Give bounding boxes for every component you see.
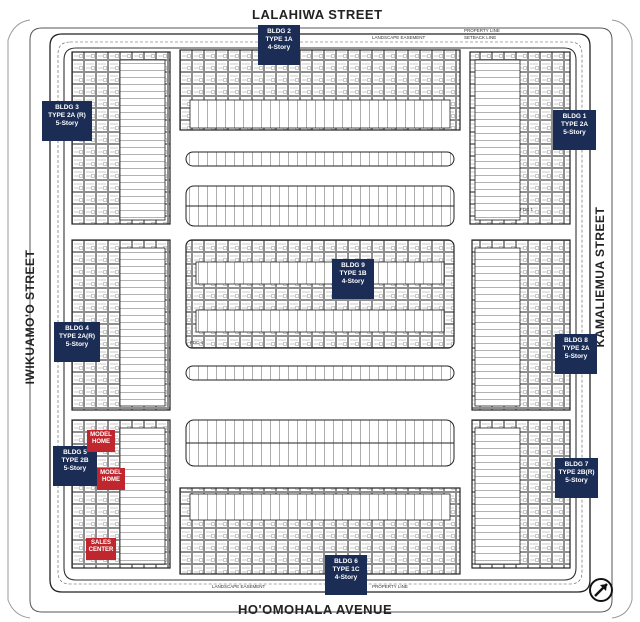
building-8-tag: BLDG 8 TYPE 2A 5-Story [555, 334, 597, 374]
building-8-footprint [471, 239, 571, 411]
bldg-name: BLDG 3 [55, 104, 79, 111]
parking-rows [185, 151, 455, 467]
bldg-name: BLDG 4 [65, 325, 89, 332]
building-3-tag: BLDG 3 TYPE 2A (R) 5-Story [42, 101, 92, 141]
bldg-name: BLDG 8 [564, 337, 588, 344]
sales-center-tag: SALES CENTER [86, 538, 116, 560]
property-line-south: PROPERTY LINE [372, 584, 408, 589]
bldg-type: TYPE 2A (R) [48, 112, 86, 119]
bldg-name: BLDG 5 [63, 449, 87, 456]
bldg-stories: 5-Story [564, 353, 588, 360]
bldg-type: TYPE 2A [562, 345, 590, 352]
bldg-stories: 4-Story [334, 574, 358, 581]
highlight-line1: MODEL [90, 432, 112, 438]
landscape-easement-south: LANDSCAPE EASEMENT [212, 584, 266, 589]
bldg-name: BLDG 7 [564, 461, 589, 468]
bldg-stories: 5-Story [63, 465, 87, 472]
highlight-line2: HOME [92, 439, 110, 445]
landscape-easement-north: LANDSCAPE EASEMENT [372, 35, 426, 40]
bldg-stories: 4-Story [341, 278, 365, 285]
building-6-tag: BLDG 6 TYPE 1C 4-Story [325, 555, 367, 595]
bldg-name: BLDG 2 [267, 28, 291, 35]
street-label-east: KAMALIEMUA STREET [593, 206, 607, 348]
property-line [49, 33, 591, 593]
fdc-1-label: FDC 1 [520, 207, 534, 212]
highlight-line2: CENTER [88, 547, 114, 553]
building-9-tag: BLDG 9 TYPE 1B 4-Story [332, 259, 374, 299]
building-5-tag: BLDG 5 TYPE 2B 5-Story [53, 446, 97, 486]
road-outlines [7, 19, 633, 619]
street-label-north: LALAHIWA STREET [252, 7, 383, 22]
building-6-footprint [179, 487, 461, 575]
building-7-tag: BLDG 7 TYPE 2B(R) 5-Story [555, 458, 598, 498]
setback-line [57, 41, 583, 585]
building-7-footprint [471, 419, 571, 569]
bldg-type: TYPE 2B(R) [558, 469, 595, 476]
model-home-tag-1: MODEL HOME [87, 430, 115, 452]
bldg-type: TYPE 2B [61, 457, 89, 464]
bldg-name: BLDG 9 [341, 262, 365, 269]
bldg-type: TYPE 2A [560, 121, 589, 128]
highlight-line2: HOME [102, 477, 120, 483]
bldg-stories: 5-Story [55, 120, 79, 127]
model-home-tag-2: MODEL HOME [97, 468, 125, 490]
setback-line-north: SETBACK LINE [464, 35, 497, 40]
bldg-name: BLDG 1 [562, 113, 587, 120]
building-4-tag: BLDG 4 TYPE 2A(R) 5-Story [54, 322, 100, 362]
highlight-line1: SALES [90, 540, 111, 546]
bldg-type: TYPE 1C [332, 566, 360, 573]
building-9-footprint [185, 239, 455, 349]
building-2-tag: BLDG 2 TYPE 1A 4-Story [258, 25, 300, 65]
bldg-name: BLDG 6 [334, 558, 358, 565]
bldg-stories: 5-Story [563, 129, 586, 136]
bldg-type: TYPE 1A [265, 36, 293, 43]
building-1-tag: BLDG 1 TYPE 2A 5-Story [553, 110, 596, 150]
highlight-line1: MODEL [100, 470, 122, 476]
bldg-stories: 4-Story [267, 44, 291, 51]
bldg-type: TYPE 2A(R) [58, 333, 96, 340]
street-label-west: IWIKUAMO'O STREET [23, 249, 37, 385]
street-label-south: HO'OMOHALA AVENUE [238, 602, 393, 617]
fdc-4-label: FDC 4 [190, 340, 204, 345]
property-line-north: PROPERTY LINE [464, 28, 500, 33]
building-1-footprint [469, 51, 571, 225]
north-arrow-icon [589, 578, 613, 602]
bldg-stories: 5-Story [65, 341, 89, 348]
bldg-stories: 5-Story [565, 477, 588, 484]
drive-aisle [63, 47, 577, 581]
building-2-footprint [179, 49, 461, 131]
bldg-type: TYPE 1B [339, 270, 367, 277]
